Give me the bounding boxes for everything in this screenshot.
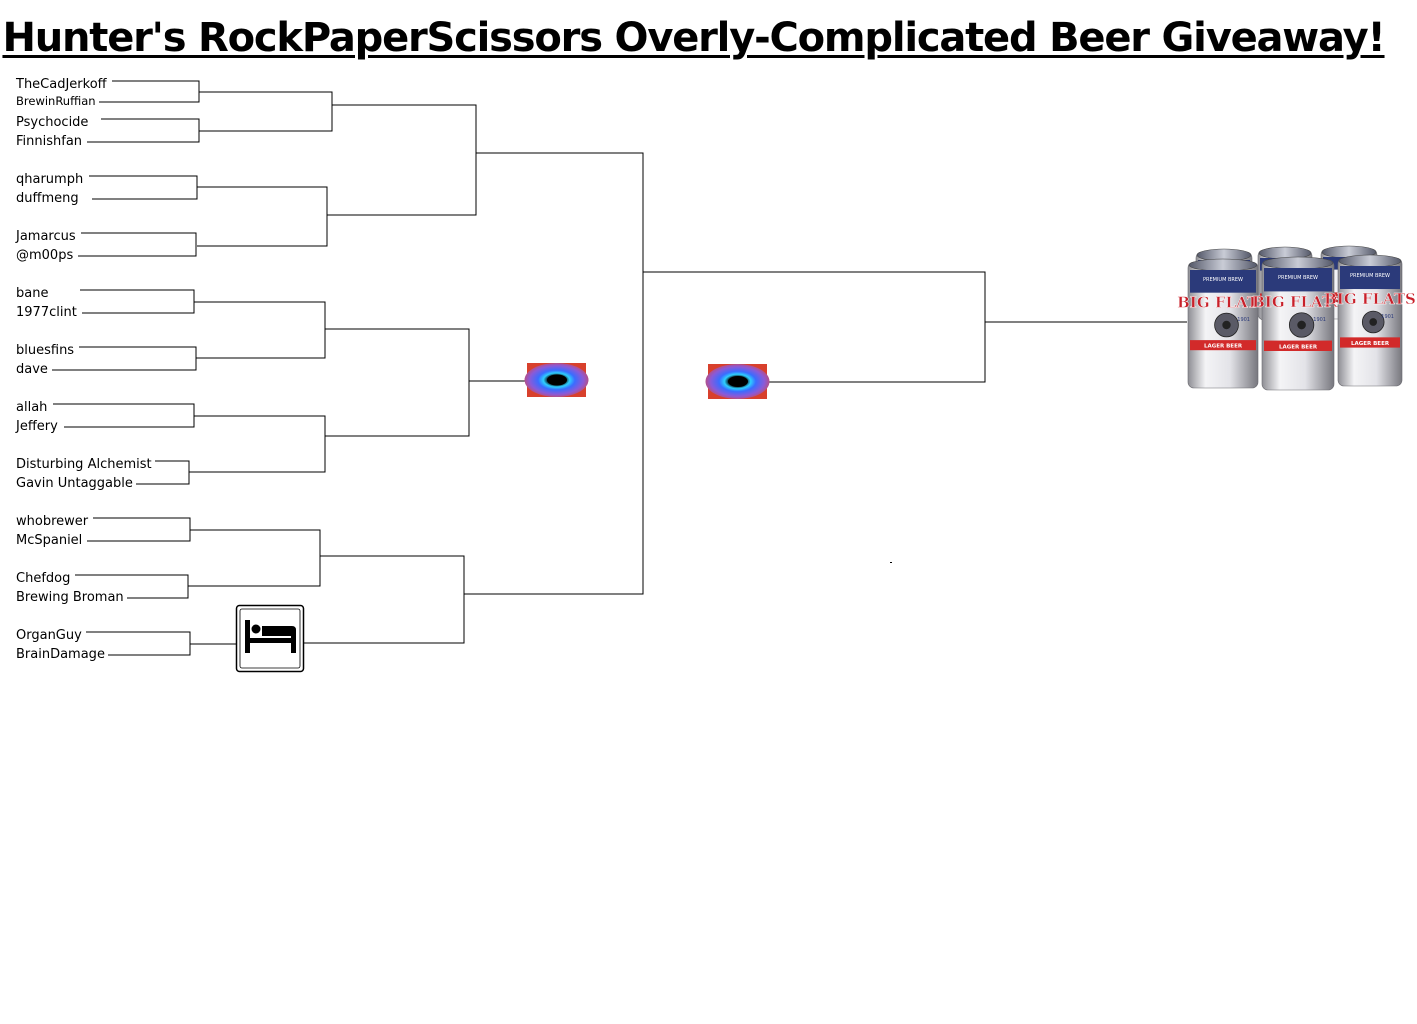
player-name: BrewinRuffian (16, 94, 96, 108)
player-name: McSpaniel (16, 533, 82, 548)
can-top-text: PREMIUM BREW (1203, 277, 1243, 283)
player-names: TheCadJerkoffBrewinRuffianPsychocideFinn… (15, 77, 152, 662)
player-name: Chefdog (16, 571, 70, 586)
player-name: Disturbing Alchemist (16, 457, 152, 472)
round2-bracket (199, 91, 333, 132)
round2-bracket (188, 529, 321, 587)
round1-bracket (80, 289, 195, 314)
round1-bracket (99, 80, 200, 103)
round1-bracket (78, 232, 197, 257)
round3-bracket (303, 555, 465, 644)
player-name: bluesfins (16, 343, 74, 358)
round2-bracket (197, 186, 328, 247)
player-name: TheCadJerkoff (15, 77, 108, 92)
player-name: dave (16, 362, 48, 377)
player-name: Gavin Untaggable (16, 476, 133, 491)
player-name: duffmeng (16, 191, 79, 206)
can-band-text: LAGER BEER (1351, 341, 1390, 347)
player-name: qharumph (16, 172, 83, 187)
stray-mark (890, 562, 892, 563)
player-name: Psychocide (16, 115, 88, 130)
round3-bracket (327, 104, 477, 216)
can-brand-logo: BIG FLATS (1252, 293, 1344, 311)
round2-bracket (189, 415, 326, 473)
can-year: 1901 (1237, 317, 1250, 323)
player-name: Jeffery (15, 419, 58, 434)
round2-bracket (194, 301, 326, 359)
round1-bracket (87, 118, 200, 143)
player-name: @m00ps (16, 248, 73, 263)
can-brand-logo: BIG FLATS (1177, 293, 1269, 311)
round5-bracket (643, 271, 986, 383)
beer-can (1337, 254, 1403, 387)
player-name: BrainDamage (16, 647, 105, 662)
player-name: bane (16, 286, 48, 301)
bed-sleeping-icon (235, 604, 305, 673)
round1-bracket (53, 403, 195, 428)
player-name: whobrewer (16, 514, 89, 529)
can-top-text: PREMIUM BREW (1278, 275, 1318, 281)
can-year: 1901 (1313, 317, 1326, 323)
player-name: OrganGuy (16, 628, 82, 643)
bracket-lines (52, 80, 1187, 656)
player-name: Jamarcus (15, 229, 76, 244)
can-top-text: PREMIUM BREW (1350, 273, 1390, 279)
can-band-text: LAGER BEER (1279, 344, 1318, 350)
round4-bracket (464, 152, 644, 595)
beer-can (1187, 258, 1259, 389)
can-brand-logo: BIG FLATS (1324, 290, 1416, 308)
player-name: 1977clint (16, 305, 77, 320)
player-name: Brewing Broman (16, 590, 124, 605)
beer-can (1261, 256, 1335, 391)
can-band-text: LAGER BEER (1204, 344, 1243, 350)
black-hole-vortex-icon (524, 363, 589, 397)
player-name: allah (16, 400, 47, 415)
black-hole-vortex-icon (705, 364, 770, 399)
round3-bracket (325, 328, 470, 437)
round1-bracket (89, 175, 198, 200)
player-name: Finnishfan (16, 134, 82, 149)
round1-bracket (87, 517, 191, 542)
bracket-title: Hunter's RockPaperScissors Overly-Compli… (2, 15, 1385, 61)
can-year: 1901 (1381, 314, 1394, 320)
